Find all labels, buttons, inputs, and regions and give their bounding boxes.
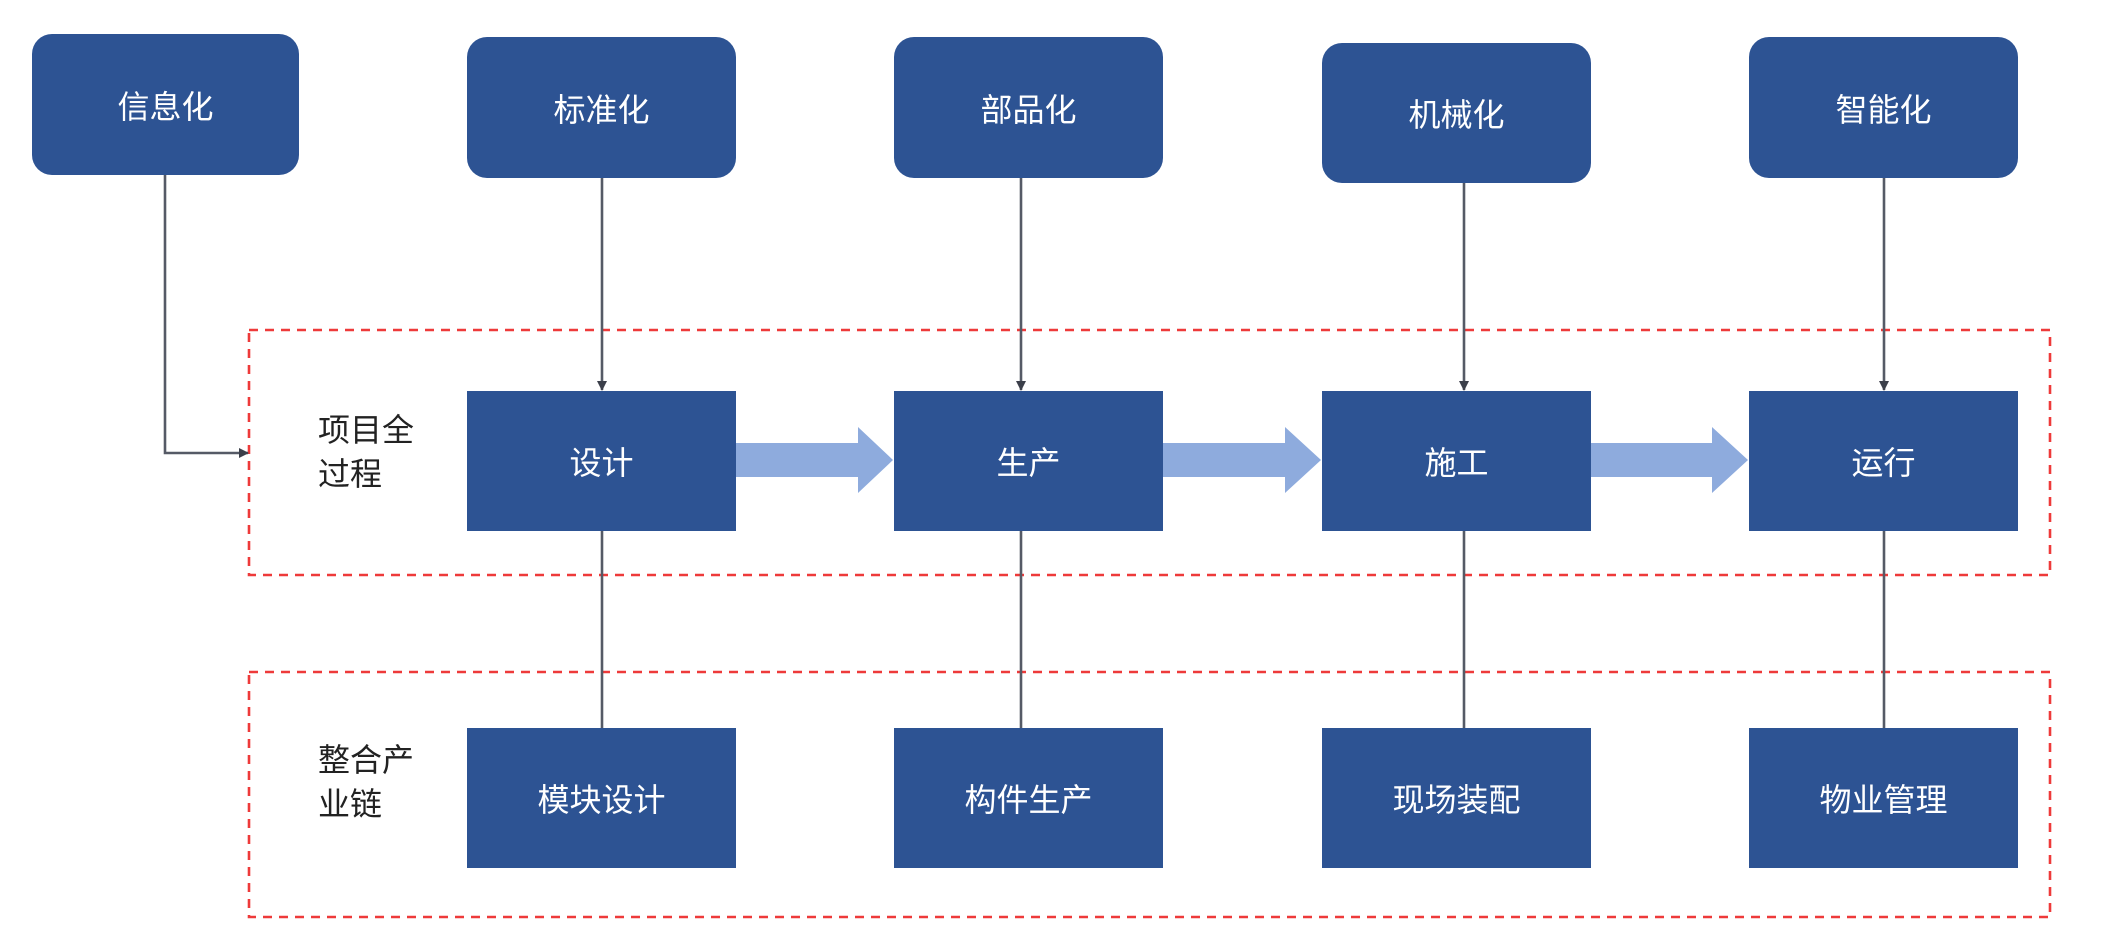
flow-arrow-2: [1163, 427, 1321, 493]
node-prefabrication: 部品化: [894, 37, 1163, 178]
lane-label-process: 项目全过程: [318, 411, 415, 493]
process-lane-border: [247, 328, 2052, 577]
industry-step-module-design: 模块设计: [467, 728, 736, 868]
industry-lane-border: [247, 670, 2052, 919]
flow-arrow-1: [736, 427, 893, 493]
info-connector: [163, 175, 249, 458]
node-mechanization: 机械化: [1322, 43, 1591, 183]
flow-arrow-3: [1591, 427, 1748, 493]
industry-step-onsite-assembly: 现场装配: [1322, 728, 1591, 868]
process-step-construction: 施工: [1322, 391, 1591, 531]
process-step-operation: 运行: [1749, 391, 2018, 531]
node-standardization: 标准化: [467, 37, 736, 178]
lane-label-industry: 整合产业链: [318, 741, 415, 823]
industry-step-component-production: 构件生产: [894, 728, 1163, 868]
node-intelligentization: 智能化: [1749, 37, 2018, 178]
node-informatization: 信息化: [32, 34, 299, 175]
process-step-design: 设计: [467, 391, 736, 531]
industry-step-property-management: 物业管理: [1749, 728, 2018, 868]
process-step-production: 生产: [894, 391, 1163, 531]
